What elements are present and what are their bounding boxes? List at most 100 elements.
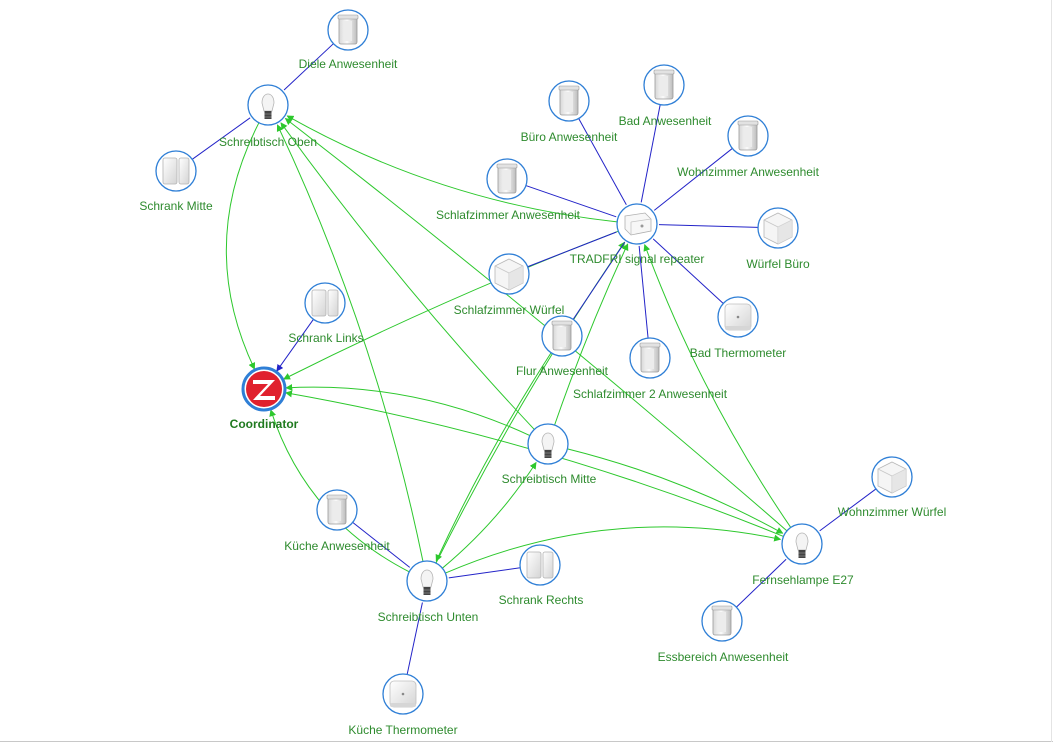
node-label-wohnzimmer-wuerfel: Wohnzimmer Würfel — [838, 505, 946, 519]
node-schrank-rechts[interactable]: Schrank Rechts — [499, 544, 584, 607]
plug-repeater-icon — [624, 212, 652, 236]
route-link-schreibtisch-unten-to-schreibtisch-oben — [276, 124, 424, 562]
node-schreibtisch-unten[interactable]: Schreibtisch Unten — [378, 560, 479, 624]
node-kueche-thermometer[interactable]: Küche Thermometer — [348, 673, 458, 737]
node-schreibtisch-oben[interactable]: Schreibtisch Oben — [219, 84, 317, 149]
node-label-bad-anwesenheit: Bad Anwesenheit — [619, 114, 712, 128]
route-link-schreibtisch-mitte-to-tradfri-repeater — [554, 243, 629, 426]
bulb-icon — [795, 532, 809, 558]
motion-sensor-icon — [639, 342, 661, 373]
node-label-flur-anwesenheit: Flur Anwesenheit — [516, 364, 609, 378]
thermometer-icon — [724, 303, 752, 331]
node-label-bad-thermometer: Bad Thermometer — [690, 346, 787, 360]
node-kueche-anwesenheit[interactable]: Küche Anwesenheit — [284, 489, 390, 553]
parent-link-schlafzimmer-wuerfel-to-tradfri-repeater — [527, 231, 617, 268]
node-label-fernsehlampe-e27: Fernsehlampe E27 — [752, 573, 854, 587]
cube-icon — [763, 212, 793, 245]
parent-link-flur-anwesenheit-to-tradfri-repeater — [572, 242, 626, 320]
node-label-wuerfel-buero: Würfel Büro — [746, 257, 810, 271]
route-link-schreibtisch-mitte-to-coordinator — [285, 384, 531, 437]
parent-link-bad-thermometer-to-tradfri-repeater — [652, 238, 724, 304]
parent-link-essbereich-anwesenheit-to-fernsehlampe-e27 — [736, 558, 787, 608]
parent-link-wohnzimmer-wuerfel-to-fernsehlampe-e27 — [819, 488, 877, 532]
node-schreibtisch-mitte[interactable]: Schreibtisch Mitte — [502, 423, 597, 486]
motion-sensor-icon — [558, 85, 580, 116]
node-tradfri-repeater[interactable]: TRADFRI signal repeater — [570, 203, 705, 266]
parent-link-kueche-anwesenheit-to-schreibtisch-unten — [352, 521, 411, 568]
node-label-schlafzimmer2-anwesenheit: Schlafzimmer 2 Anwesenheit — [573, 387, 728, 401]
bulb-icon — [261, 93, 275, 119]
node-label-wohnzimmer-anwesenheit: Wohnzimmer Anwesenheit — [677, 165, 820, 179]
node-schlafzimmer2-anwesenheit[interactable]: Schlafzimmer 2 Anwesenheit — [573, 337, 728, 401]
bulb-icon — [420, 569, 434, 595]
node-flur-anwesenheit[interactable]: Flur Anwesenheit — [516, 315, 609, 378]
node-wuerfel-buero[interactable]: Würfel Büro — [746, 207, 810, 271]
node-label-essbereich-anwesenheit: Essbereich Anwesenheit — [658, 650, 789, 664]
node-coordinator[interactable]: Coordinator — [230, 366, 299, 431]
door-sensor-icon — [526, 551, 554, 579]
route-link-schreibtisch-mitte-to-schreibtisch-oben — [280, 122, 535, 430]
right-border — [1051, 0, 1052, 742]
parent-link-wohnzimmer-anwesenheit-to-tradfri-repeater — [653, 148, 733, 211]
node-label-schreibtisch-oben: Schreibtisch Oben — [219, 135, 317, 149]
motion-sensor-icon — [496, 163, 518, 194]
links-layer — [191, 43, 877, 675]
door-sensor-icon — [162, 157, 190, 185]
route-link-schreibtisch-unten-to-fernsehlampe-e27 — [445, 526, 782, 574]
node-diele-anwesenheit[interactable]: Diele Anwesenheit — [299, 9, 398, 71]
node-label-schrank-rechts: Schrank Rechts — [499, 593, 584, 607]
node-label-kueche-anwesenheit: Küche Anwesenheit — [284, 539, 390, 553]
node-wohnzimmer-anwesenheit[interactable]: Wohnzimmer Anwesenheit — [677, 115, 820, 179]
route-link-flur-anwesenheit-to-schreibtisch-unten — [435, 352, 552, 562]
parent-link-schlafzimmer-anwesenheit-to-tradfri-repeater — [525, 185, 617, 218]
motion-sensor-icon — [653, 69, 675, 100]
route-link-fernsehlampe-e27-to-schreibtisch-oben — [284, 118, 788, 532]
parent-link-buero-anwesenheit-to-tradfri-repeater — [578, 118, 627, 205]
cube-icon — [877, 461, 907, 494]
node-label-schrank-mitte: Schrank Mitte — [139, 199, 213, 213]
node-label-buero-anwesenheit: Büro Anwesenheit — [521, 130, 618, 144]
node-label-schlafzimmer-wuerfel: Schlafzimmer Würfel — [454, 303, 565, 317]
node-essbereich-anwesenheit[interactable]: Essbereich Anwesenheit — [658, 600, 789, 664]
parent-link-schrank-links-to-coordinator — [276, 319, 314, 372]
parent-link-schlafzimmer2-anwesenheit-to-tradfri-repeater — [638, 245, 649, 339]
node-label-tradfri-repeater: TRADFRI signal repeater — [570, 252, 705, 266]
parent-link-schrank-rechts-to-schreibtisch-unten — [448, 567, 521, 579]
thermometer-icon — [389, 680, 417, 708]
node-schlafzimmer-wuerfel[interactable]: Schlafzimmer Würfel — [454, 253, 565, 317]
node-schlafzimmer-anwesenheit[interactable]: Schlafzimmer Anwesenheit — [436, 158, 581, 222]
route-link-schreibtisch-mitte-to-fernsehlampe-e27 — [567, 448, 784, 534]
motion-sensor-icon — [737, 120, 759, 151]
bottom-border — [0, 741, 1053, 742]
node-label-schrank-links: Schrank Links — [288, 331, 363, 345]
parent-link-schrank-mitte-to-schreibtisch-oben — [191, 117, 251, 160]
node-schrank-links[interactable]: Schrank Links — [288, 282, 364, 345]
node-label-schlafzimmer-anwesenheit: Schlafzimmer Anwesenheit — [436, 208, 581, 222]
route-link-schreibtisch-unten-to-tradfri-repeater — [435, 241, 626, 564]
node-label-schreibtisch-mitte: Schreibtisch Mitte — [502, 472, 597, 486]
node-buero-anwesenheit[interactable]: Büro Anwesenheit — [521, 80, 618, 144]
motion-sensor-icon — [337, 14, 359, 45]
node-bad-anwesenheit[interactable]: Bad Anwesenheit — [619, 64, 712, 128]
zigbee-logo-icon — [246, 371, 282, 407]
node-label-schreibtisch-unten: Schreibtisch Unten — [378, 610, 479, 624]
node-wohnzimmer-wuerfel[interactable]: Wohnzimmer Würfel — [838, 456, 946, 519]
node-label-diele-anwesenheit: Diele Anwesenheit — [299, 57, 398, 71]
node-fernsehlampe-e27[interactable]: Fernsehlampe E27 — [752, 523, 854, 587]
node-bad-thermometer[interactable]: Bad Thermometer — [690, 296, 787, 360]
route-link-schreibtisch-unten-to-schreibtisch-mitte — [442, 461, 537, 569]
route-link-schreibtisch-oben-to-coordinator — [225, 122, 260, 370]
node-label-kueche-thermometer: Küche Thermometer — [348, 723, 457, 737]
parent-link-bad-anwesenheit-to-tradfri-repeater — [640, 104, 661, 203]
route-link-tradfri-repeater-to-schreibtisch-oben — [286, 115, 618, 223]
parent-link-diele-anwesenheit-to-schreibtisch-oben — [283, 43, 334, 91]
cube-icon — [494, 258, 524, 291]
parent-link-kueche-thermometer-to-schreibtisch-unten — [406, 602, 423, 675]
node-schrank-mitte[interactable]: Schrank Mitte — [139, 150, 213, 213]
door-sensor-icon — [311, 289, 339, 317]
route-link-fernsehlampe-e27-to-tradfri-repeater — [643, 243, 792, 528]
motion-sensor-icon — [711, 605, 733, 636]
motion-sensor-icon — [326, 494, 348, 525]
